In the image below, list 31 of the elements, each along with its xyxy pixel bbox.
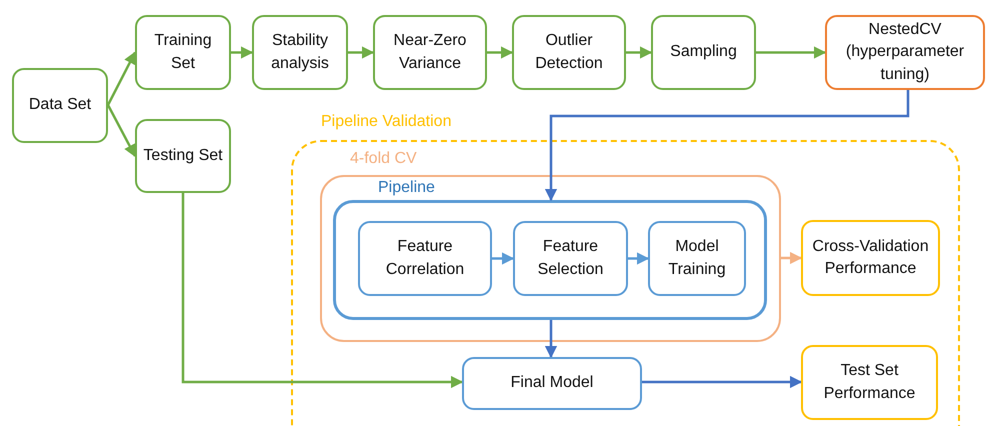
arrow bbox=[544, 320, 558, 358]
process-box: Training Set bbox=[135, 15, 231, 90]
arrow bbox=[487, 46, 514, 59]
process-box: Cross-Validation Performance bbox=[801, 220, 940, 296]
process-box: Test Set Performance bbox=[801, 345, 938, 420]
group-heading: Pipeline Validation bbox=[321, 112, 452, 132]
arrow bbox=[756, 46, 826, 59]
process-box: Feature Selection bbox=[513, 221, 628, 296]
process-box: Final Model bbox=[462, 357, 642, 410]
arrow bbox=[642, 376, 802, 388]
process-box: Model Training bbox=[648, 221, 746, 296]
process-box: Stability analysis bbox=[252, 15, 348, 90]
process-box: Data Set bbox=[12, 68, 108, 143]
arrow bbox=[231, 46, 254, 59]
process-box: Sampling bbox=[651, 15, 756, 90]
arrow bbox=[781, 252, 802, 264]
arrow bbox=[106, 104, 136, 158]
arrow bbox=[348, 46, 374, 59]
arrow bbox=[182, 193, 464, 388]
process-box: Near-Zero Variance bbox=[373, 15, 487, 90]
arrow bbox=[628, 252, 650, 265]
process-box: Outlier Detection bbox=[512, 15, 626, 90]
arrow bbox=[544, 90, 910, 202]
arrow bbox=[626, 46, 652, 59]
process-box: Testing Set bbox=[135, 119, 231, 193]
process-box: Feature Correlation bbox=[358, 221, 492, 296]
group-heading: Pipeline bbox=[378, 178, 435, 198]
arrow bbox=[492, 252, 514, 265]
group-heading: 4-fold CV bbox=[350, 149, 417, 169]
process-box: NestedCV (hyperparameter tuning) bbox=[825, 15, 985, 90]
arrow bbox=[106, 51, 136, 106]
